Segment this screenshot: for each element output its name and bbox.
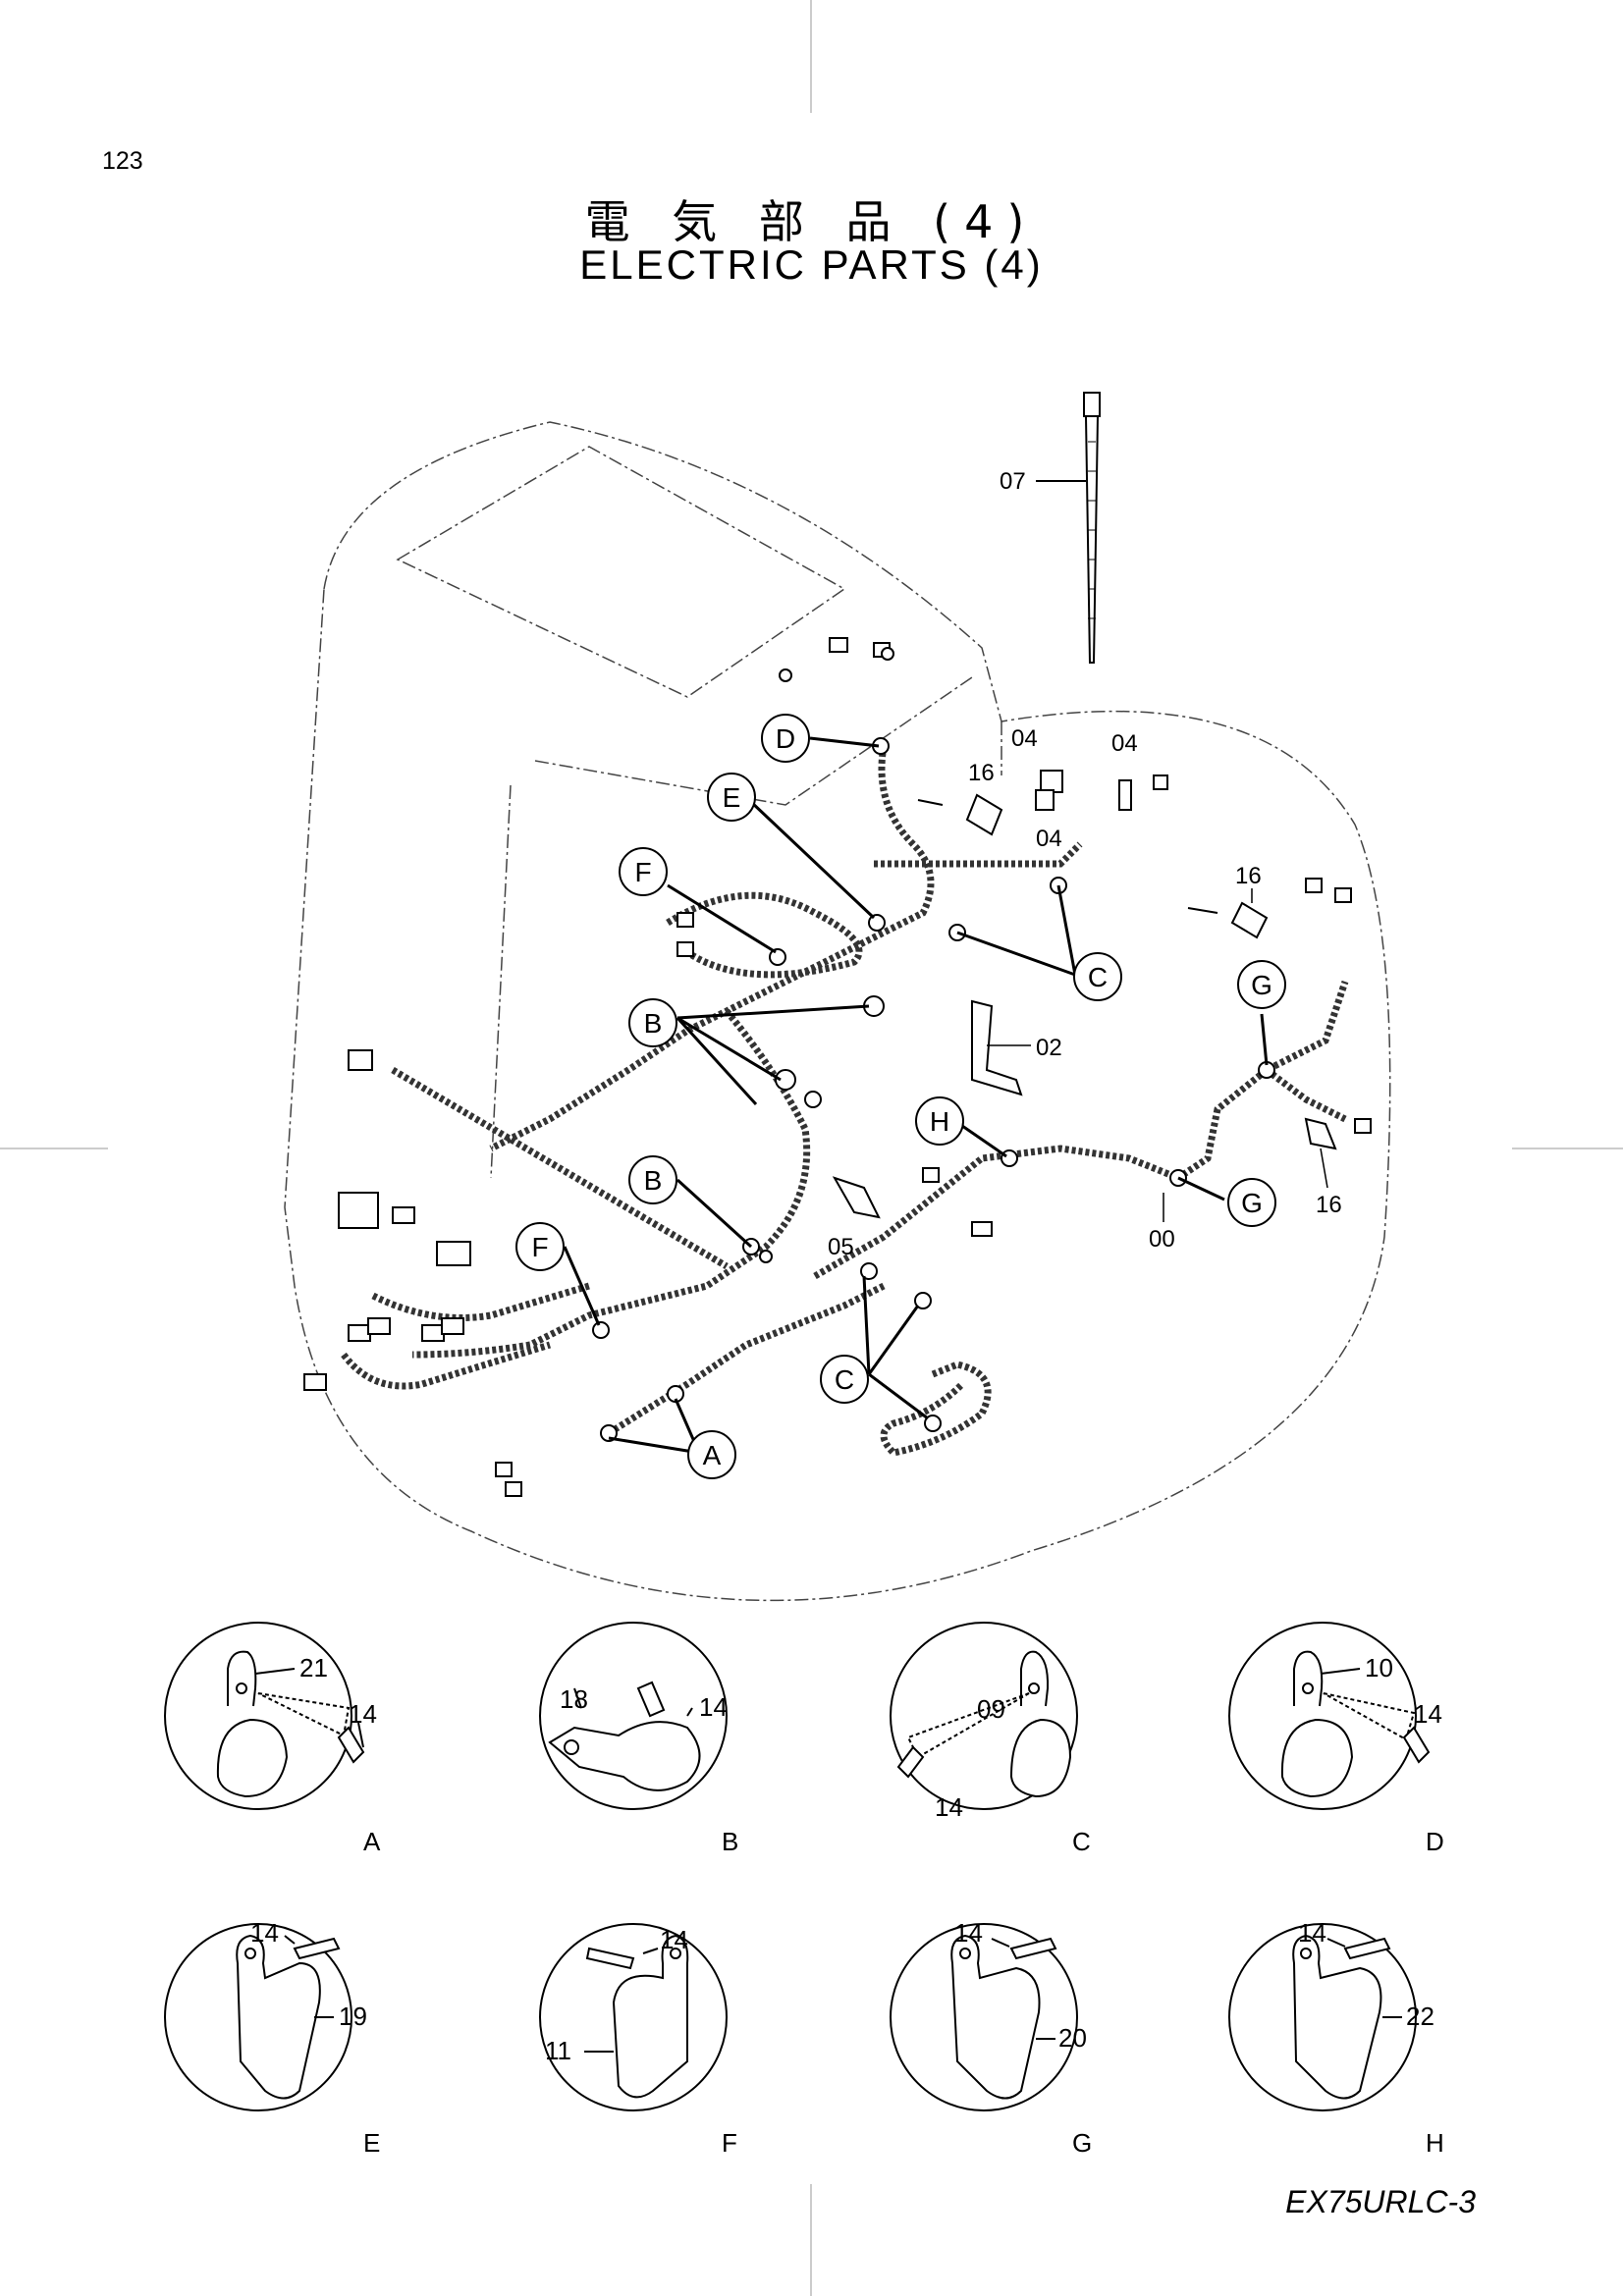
detail-G-part-20: 20	[1058, 2023, 1087, 2053]
model-code: EX75URLC-3	[1285, 2184, 1476, 2219]
callout-F-upper: F	[634, 857, 651, 887]
harness-clamps	[592, 737, 1275, 1442]
main-view-part-labels: 04 04 04 16 16 16 02 05 00	[828, 725, 1342, 1260]
detail-H-part-22: 22	[1406, 2002, 1434, 2031]
main-view-leader-lines	[987, 888, 1328, 1222]
callout-G-upper: G	[1251, 970, 1272, 1000]
callout-B-lower: B	[644, 1165, 663, 1196]
wire-harness	[341, 745, 1349, 1457]
detail-view-B: 18 14 B	[539, 1622, 738, 1856]
page-title-japanese: 電 気 部 品 (4)	[584, 195, 1039, 248]
callout-C-lower: C	[835, 1364, 854, 1395]
detail-C-part-14: 14	[935, 1792, 963, 1822]
detail-C-letter: C	[1072, 1827, 1091, 1856]
detail-C-part-09: 09	[977, 1694, 1005, 1724]
detail-view-F: 14 11 F	[539, 1923, 737, 2158]
callout-E: E	[723, 782, 741, 813]
detail-view-E: 14 19 E	[164, 1918, 380, 2158]
part-number-07: 07	[1000, 468, 1026, 495]
detail-A-part-21: 21	[299, 1653, 328, 1682]
callout-C-upper: C	[1088, 962, 1108, 992]
cab-outline	[284, 421, 1391, 1602]
detail-E-part-14: 14	[250, 1918, 279, 1948]
detail-A-letter: A	[363, 1827, 381, 1856]
part-number-16-c: 16	[1316, 1192, 1342, 1218]
detail-view-G: 14 20 G	[890, 1918, 1092, 2158]
part-number-04-a: 04	[1011, 725, 1038, 752]
detail-B-part-18: 18	[560, 1684, 588, 1714]
part-number-16-a: 16	[968, 760, 995, 786]
callout-G-lower: G	[1241, 1188, 1263, 1218]
page-title-english: ELECTRIC PARTS (4)	[579, 241, 1044, 288]
cable-tie-07: 07	[1000, 392, 1101, 664]
detail-H-letter: H	[1426, 2128, 1444, 2158]
callout-B-upper: B	[644, 1008, 663, 1039]
detail-view-D: 10 14 D	[1228, 1622, 1444, 1856]
detail-E-letter: E	[363, 2128, 380, 2158]
part-number-16-b: 16	[1235, 863, 1262, 889]
detail-F-letter: F	[722, 2128, 737, 2158]
callout-A: A	[703, 1440, 722, 1470]
detail-G-letter: G	[1072, 2128, 1092, 2158]
detail-G-part-14: 14	[954, 1918, 983, 1948]
detail-B-part-14: 14	[699, 1692, 728, 1722]
view-callouts: D E F B C G H B G F C A	[515, 714, 1286, 1479]
part-number-00: 00	[1149, 1226, 1175, 1253]
detail-view-A: 21 14 A	[164, 1622, 381, 1856]
part-number-04-c: 04	[1036, 826, 1062, 852]
detail-A-part-14: 14	[349, 1699, 377, 1729]
detail-view-C: 09 14 C	[890, 1622, 1091, 1856]
part-number-04-b: 04	[1111, 730, 1138, 757]
main-view-small-parts	[832, 770, 1337, 1219]
detail-D-part-10: 10	[1365, 1653, 1393, 1682]
detail-F-part-11: 11	[545, 2036, 571, 2065]
detail-H-part-14: 14	[1298, 1918, 1326, 1948]
callout-D: D	[776, 723, 795, 754]
page-number: 123	[102, 147, 143, 175]
connectors	[303, 637, 1372, 1497]
detail-D-letter: D	[1426, 1827, 1444, 1856]
part-number-02: 02	[1036, 1035, 1062, 1061]
callout-H: H	[930, 1106, 949, 1137]
detail-D-part-14: 14	[1414, 1699, 1442, 1729]
callout-F-lower: F	[531, 1232, 548, 1262]
detail-E-part-19: 19	[339, 2002, 367, 2031]
part-number-05: 05	[828, 1234, 854, 1260]
detail-view-H: 14 22 H	[1228, 1918, 1444, 2158]
detail-F-part-14: 14	[660, 1925, 688, 1954]
detail-B-letter: B	[722, 1827, 738, 1856]
